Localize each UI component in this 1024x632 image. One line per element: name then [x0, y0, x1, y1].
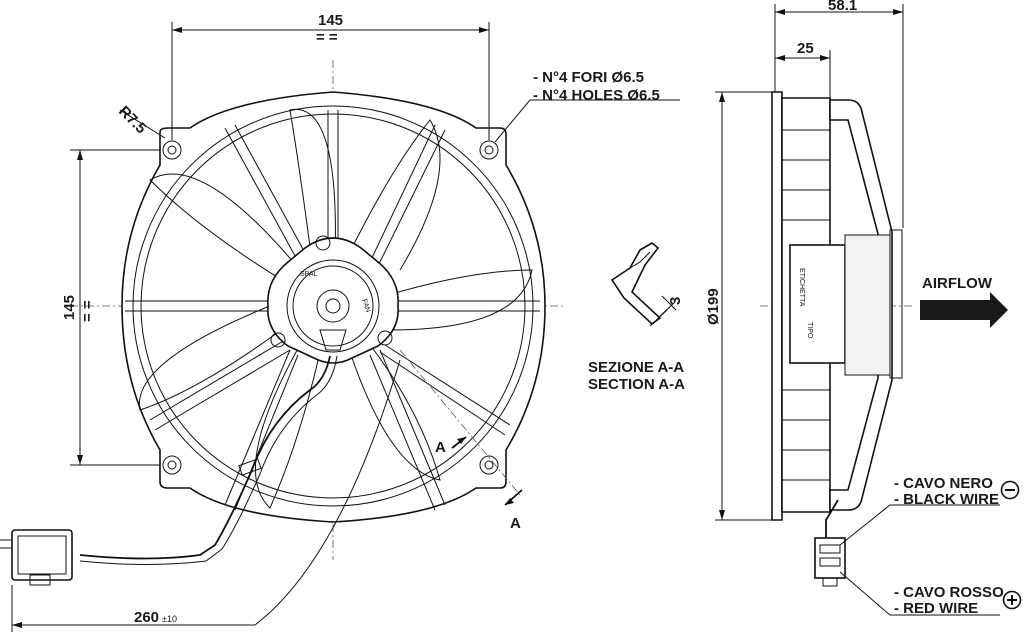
holes-note-it: - N°4 FORI Ø6.5 [533, 69, 644, 86]
tag-line1: ETICHETTA [798, 268, 805, 307]
section-title-it: SEZIONE A-A [588, 359, 684, 376]
motor-hub: SPAL FAN [267, 235, 399, 364]
plus-circle-icon [1002, 590, 1022, 610]
minus-circle-icon [1000, 480, 1020, 500]
red-wire-it: - CAVO ROSSO [894, 584, 1004, 601]
mounting-hole-bottom-right [479, 455, 499, 475]
dim-diameter: Ø199 [705, 91, 772, 521]
holes-note: - N°4 FORI Ø6.5 - N°4 HOLES Ø6.5 [494, 69, 680, 143]
black-wire-it: - CAVO NERO [894, 475, 993, 492]
mounting-hole-top-left [162, 140, 182, 160]
motor-cap [844, 234, 891, 376]
mounting-hole-bottom-left [162, 455, 182, 475]
section-markers: A A [399, 349, 523, 532]
section-title-en: SECTION A-A [588, 376, 685, 393]
dim-height-value: 145 [61, 295, 78, 320]
dim-width-equal: = = [316, 29, 338, 46]
airflow-label: AIRFLOW [922, 275, 993, 292]
dim-width-145: 145 = = [171, 12, 490, 140]
side-view: ETICHETTA TIPO [760, 91, 915, 587]
dim-cable-260: 260 ±10 [11, 359, 401, 632]
frame-inner-ring [132, 105, 534, 507]
dim-depth-partial: 25 [797, 40, 814, 57]
hub-screw-top [315, 235, 331, 251]
airflow-indicator: AIRFLOW [920, 275, 1008, 328]
motor-body [789, 244, 846, 364]
hub-screw-right [377, 330, 393, 346]
connector-front [0, 529, 73, 586]
section-a-a: 3 SEZIONE A-A SECTION A-A [588, 242, 685, 393]
front-view: SPAL FAN [0, 60, 565, 586]
dim-depth-58: 58.1 [774, 0, 904, 228]
tag-line2: TIPO [806, 322, 813, 339]
dim-height-145: 145 = = [61, 149, 160, 466]
side-flange [771, 91, 783, 521]
dim-depth-total: 58.1 [828, 0, 857, 14]
hub-text-label: FAN [360, 298, 371, 313]
red-wire-en: - RED WIRE [894, 600, 978, 617]
frame-inner-ring-2 [140, 113, 526, 499]
wire-side [825, 499, 839, 540]
wire-front [79, 355, 331, 560]
dim-cable-value: 260 [134, 609, 159, 626]
black-wire-callout: - CAVO NERO - BLACK WIRE [839, 475, 1020, 546]
side-ribs [782, 129, 830, 481]
red-wire-callout: - CAVO ROSSO - RED WIRE [839, 571, 1022, 617]
dim-radius: R7.5 [115, 103, 166, 139]
black-wire-en: - BLACK WIRE [894, 491, 999, 508]
hub-brand-label: SPAL [300, 271, 317, 278]
dim-cable-tolerance: ±10 [162, 614, 177, 624]
dim-depth-25: 25 [775, 40, 831, 98]
cable-clip [238, 458, 262, 476]
dim-radius-value: R7.5 [115, 103, 149, 137]
mounting-hole-top-right [479, 140, 499, 160]
hub-screw-left [270, 332, 286, 348]
dim-height-equal: = = [79, 300, 96, 322]
section-marker-top: A [435, 439, 446, 456]
fan-blades [138, 108, 533, 509]
dim-diameter-value: Ø199 [705, 288, 722, 325]
section-thickness-value: 3 [667, 297, 684, 305]
holes-note-en: - N°4 HOLES Ø6.5 [533, 87, 660, 104]
dim-width-value: 145 [318, 12, 343, 29]
guard-strut [829, 99, 893, 511]
section-marker-bottom: A [510, 515, 521, 532]
arrow-right-icon [920, 292, 1008, 328]
guard-spokes [125, 110, 540, 511]
